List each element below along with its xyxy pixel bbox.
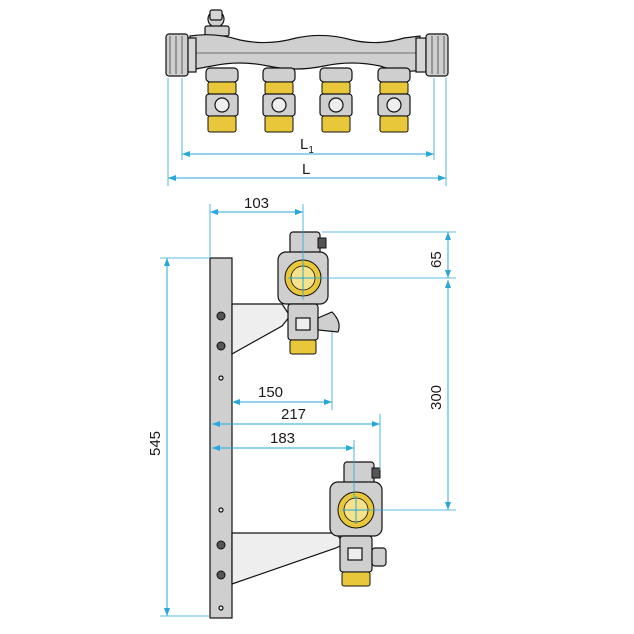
dimension-217-label: 217 — [281, 406, 306, 423]
dimension-545: 545 — [147, 257, 210, 617]
dimension-65-label: 65 — [428, 251, 445, 268]
outlet-valve-1 — [205, 67, 239, 133]
center-marks — [289, 264, 370, 524]
lower-bracket — [231, 532, 345, 585]
dimension-l1: L1 — [181, 78, 435, 160]
upper-bracket — [231, 303, 291, 356]
dimension-l-label: L — [302, 161, 310, 178]
wall-mounting-rail — [209, 257, 233, 619]
manifold-left-union — [165, 33, 197, 77]
dimension-150: 150 — [232, 332, 333, 410]
outlet-valve-4 — [377, 67, 411, 133]
dimension-l1-label: L1 — [300, 136, 314, 156]
outlet-valve-2 — [262, 67, 296, 133]
dimension-103-label: 103 — [244, 195, 269, 212]
outlet-valve-3 — [319, 67, 353, 133]
dimension-l: L — [167, 78, 447, 186]
dimension-217: 217 — [212, 406, 381, 470]
manifold-bar — [189, 34, 421, 72]
upper-manifold-section — [277, 231, 340, 355]
top-vent-valve — [204, 9, 230, 37]
dimension-300: 300 — [342, 280, 456, 511]
dimension-183-label: 183 — [270, 430, 295, 447]
lower-manifold-section — [329, 461, 387, 587]
dimension-183: 183 — [212, 430, 355, 498]
dimension-300-label: 300 — [428, 385, 445, 410]
side-view — [209, 231, 387, 619]
dimension-150-label: 150 — [258, 384, 283, 401]
dimension-65: 65 — [288, 231, 456, 279]
dimension-545-label: 545 — [147, 431, 164, 456]
manifold-top-view — [165, 9, 449, 133]
manifold-right-union — [415, 33, 449, 77]
